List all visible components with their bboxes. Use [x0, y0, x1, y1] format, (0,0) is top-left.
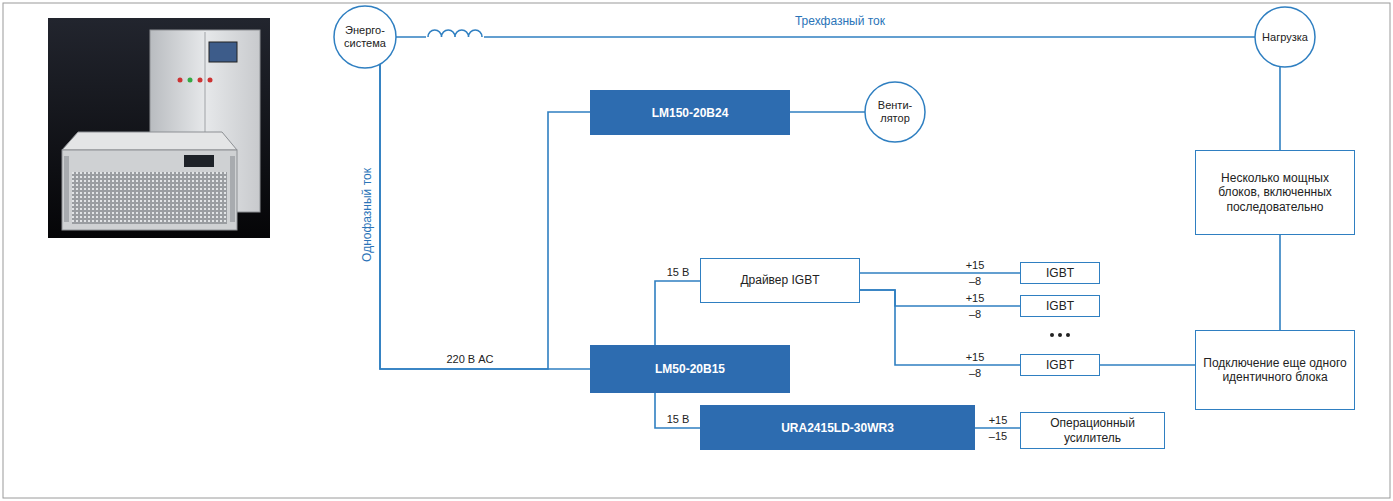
unit-grille: [72, 172, 227, 224]
node-text-group: Энерго- система: [337, 24, 393, 49]
pin-voltage-label: –15: [989, 430, 1007, 442]
load-circle: Нагрузка: [1254, 6, 1316, 68]
connector-line: [860, 272, 1020, 274]
node-label: IGBT: [1046, 299, 1074, 313]
connector-line: [1100, 364, 1195, 366]
node-label: Нагрузка: [1262, 31, 1308, 44]
node-label: Подключение еще одного идентичного блока: [1202, 356, 1348, 385]
circle-outline: [865, 82, 925, 142]
unit-handle: [64, 156, 69, 222]
edge-label: 15 В: [667, 413, 690, 425]
edge-label: Однофазный ток: [361, 168, 374, 262]
edge-label: Трехфазный ток: [795, 15, 885, 28]
connector-line: [860, 290, 1020, 365]
ellipsis-dot: [1058, 333, 1062, 337]
igbt-box: IGBT: [1020, 354, 1100, 376]
unit-display: [184, 155, 214, 167]
inductor-symbol: [428, 30, 482, 37]
connector-line: [860, 290, 1020, 306]
power-module-box: LM150-20B24: [590, 90, 790, 135]
connector-line: [380, 64, 590, 369]
pin-voltage-label: –8: [969, 308, 981, 320]
node-label: Несколько мощных блоков, включенных посл…: [1202, 171, 1348, 214]
connector-line: [396, 36, 1255, 38]
node-label: Венти- лятор: [868, 99, 922, 124]
pin-voltage-label: +15: [966, 351, 985, 363]
node-label: Энерго- система: [337, 24, 393, 49]
source-circle: Энерго- система: [333, 5, 397, 69]
igbt-box: IGBT: [1020, 262, 1100, 284]
ellipsis-dot: [1050, 333, 1054, 337]
pin-voltage-label: –8: [969, 275, 981, 287]
photo-background: [48, 18, 270, 238]
indicator-lamp: [208, 78, 213, 83]
circle-outline: [334, 6, 396, 68]
connector-line: [380, 64, 590, 369]
edge-label: 15 В: [667, 266, 690, 278]
node-label: IGBT: [1046, 266, 1074, 280]
cabinet-screen: [209, 42, 237, 62]
power-module-box: LM50-20B15: [590, 345, 790, 393]
node-label: LM50-20B15: [655, 362, 725, 376]
unit-handle: [230, 156, 235, 222]
indicator-lamp: [178, 78, 183, 83]
node-label: LM150-20B24: [652, 106, 729, 120]
connector-line: [655, 393, 700, 428]
node-label: IGBT: [1046, 358, 1074, 372]
indicator-lamp: [198, 78, 203, 83]
voltage-label: 220 В AC: [446, 353, 493, 365]
connector-line: [975, 427, 1020, 429]
process-box: Несколько мощных блоков, включенных посл…: [1195, 150, 1355, 235]
fan-circle: Венти- лятор: [864, 81, 926, 143]
pin-voltage-label: –8: [969, 367, 981, 379]
pin-voltage-label: +15: [966, 259, 985, 271]
node-label: URA2415LD-30WR3: [781, 421, 894, 435]
node-text-group: URA2415LD-30WR3: [781, 421, 894, 435]
connector-line: [790, 111, 865, 113]
node-text-group: Драйвер IGBT: [740, 273, 819, 287]
connector-line: [1279, 235, 1281, 330]
connector-line: [1279, 67, 1281, 150]
process-box: Подключение еще одного идентичного блока: [1195, 330, 1355, 410]
node-text-group: IGBT: [1046, 266, 1074, 280]
inductor-gap: [426, 24, 484, 39]
driver-box: Драйвер IGBT: [700, 258, 860, 303]
pin-voltage-label: +15: [989, 414, 1008, 426]
igbt-box: IGBT: [1020, 295, 1100, 317]
unit-front-face: [62, 150, 237, 230]
unit-top-face: [62, 132, 237, 150]
connector-line: [655, 281, 700, 345]
node-text-group: Нагрузка: [1262, 31, 1308, 44]
node-text-group: IGBT: [1046, 358, 1074, 372]
ellipsis-dot: [1066, 333, 1070, 337]
opamp-box: Операционный усилитель: [1020, 412, 1165, 449]
indicator-lamp: [188, 78, 193, 83]
node-text-group: LM150-20B24: [652, 106, 729, 120]
circle-outline: [1255, 7, 1315, 67]
node-label: Операционный усилитель: [1027, 416, 1158, 445]
node-text-group: LM50-20B15: [655, 362, 725, 376]
figure-frame: [3, 3, 1390, 498]
node-text-group: Операционный усилитель: [1027, 416, 1158, 445]
node-text-group: Венти- лятор: [868, 99, 922, 124]
converter-box: URA2415LD-30WR3: [700, 405, 975, 450]
node-text-group: Несколько мощных блоков, включенных посл…: [1202, 171, 1348, 214]
node-text-group: IGBT: [1046, 299, 1074, 313]
node-label: Драйвер IGBT: [740, 273, 819, 287]
pin-voltage-label: +15: [966, 292, 985, 304]
node-text-group: Подключение еще одного идентичного блока: [1202, 356, 1348, 385]
